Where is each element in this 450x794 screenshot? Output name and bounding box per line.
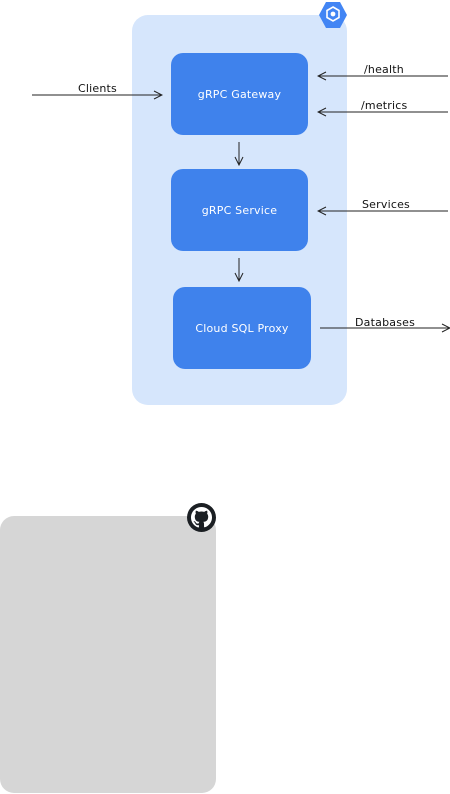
grpc-service-node: gRPC Service: [171, 169, 308, 251]
grpc-gateway-node: gRPC Gateway: [171, 53, 308, 135]
gcp-hexagon-icon: [319, 2, 347, 28]
cloud-sql-proxy-node: Cloud SQL Proxy: [173, 287, 311, 369]
cloud-sql-proxy-label: Cloud SQL Proxy: [195, 321, 289, 335]
grpc-gateway-label: gRPC Gateway: [197, 87, 282, 101]
metrics-label: /metrics: [361, 99, 408, 112]
databases-label: Databases: [355, 316, 416, 329]
clients-label: Clients: [78, 82, 117, 95]
health-label: /health: [364, 63, 404, 76]
grpc-service-label: gRPC Service: [201, 203, 278, 217]
repository-box: [0, 516, 216, 793]
services-label: Services: [362, 198, 410, 211]
github-icon: [187, 503, 216, 532]
